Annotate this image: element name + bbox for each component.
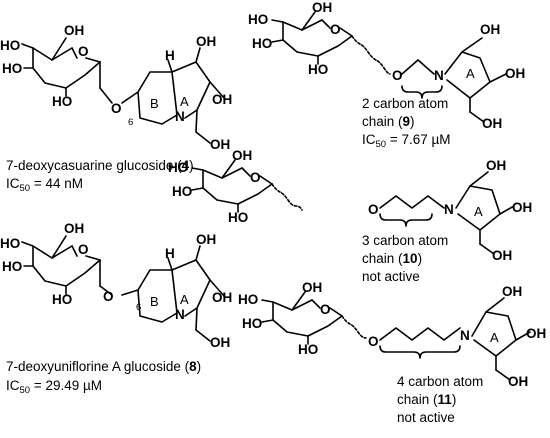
c4-oh-2: OH — [212, 92, 232, 107]
c10-ho-2: HO — [228, 210, 248, 225]
c9-oh-ch2: OH — [482, 116, 502, 131]
compound-4-ic50: IC50 = 44 nM — [6, 176, 83, 194]
c4-position-6: 6 — [128, 117, 133, 128]
compound-11-line1: 4 carbon atom — [397, 374, 483, 389]
c10-ring-o: O — [250, 170, 261, 185]
compound-4-caption: 7-deoxycasuarine glucoside (4) IC50 = 44… — [6, 158, 194, 194]
c11-oh-2: OH — [526, 326, 546, 341]
c8-oh-1: OH — [196, 232, 216, 247]
c4-n: N — [175, 109, 185, 124]
c9-link-o: O — [392, 68, 403, 83]
c11-ho-4: HO — [238, 292, 258, 307]
c8-ring-o: O — [78, 242, 89, 257]
c4-oh-6: OH — [64, 23, 84, 38]
compound-4-structure: OH O HO HO HO O H OH OH N OH B A 6 — [0, 23, 232, 152]
compound-9-ic50: IC50 = 7.67 µM — [362, 132, 451, 150]
compound-9-structure: OH O HO HO HO O N OH OH OH A — [248, 0, 525, 131]
compound-10-line2: chain (10) — [362, 251, 422, 266]
c10-oh-2: OH — [512, 200, 532, 215]
c8-ho-3: HO — [2, 259, 22, 274]
compound-11-line2: chain (11) — [397, 392, 456, 407]
c8-ho-2: HO — [52, 292, 72, 307]
c8-n: N — [175, 307, 185, 322]
c9-ring-o: O — [330, 22, 341, 37]
c9-oh-6: OH — [312, 0, 332, 15]
compound-11-activity: not active — [397, 410, 455, 425]
c11-oh-ch2: OH — [508, 374, 528, 389]
c4-ring-b: B — [150, 96, 159, 111]
compound-4-name: 7-deoxycasuarine glucoside (4) — [6, 158, 194, 173]
c11-ho-2: HO — [298, 342, 318, 357]
c9-n: N — [434, 68, 444, 83]
c8-ring-b: B — [150, 294, 159, 309]
compound-11-structure: OH O HO HO HO O N OH OH OH A — [238, 280, 546, 389]
c4-ho-3: HO — [2, 61, 22, 76]
c4-ho-4: HO — [0, 38, 20, 53]
c10-ho-3: HO — [172, 184, 192, 199]
c8-glycoside-o: O — [103, 289, 114, 304]
c4-h: H — [165, 48, 175, 63]
c11-ring-a: A — [490, 330, 499, 345]
c4-oh-1: OH — [196, 34, 216, 49]
compound-10-activity: not active — [362, 269, 420, 284]
c8-ho-4: HO — [0, 236, 20, 251]
c10-oh-ch2: OH — [492, 248, 512, 263]
c10-oh-1: OH — [486, 158, 506, 173]
c8-position-6: 6 — [136, 302, 141, 313]
compound-10-structure: OH O HO HO HO O N OH OH OH A — [168, 148, 532, 263]
c10-ring-a: A — [474, 204, 483, 219]
c11-ho-3: HO — [242, 316, 262, 331]
c9-ho-2: HO — [308, 62, 328, 77]
c8-h: H — [165, 246, 175, 261]
c9-oh-1: OH — [480, 22, 500, 37]
c11-oh-1: OH — [502, 284, 522, 299]
c8-oh-ch2: OH — [210, 335, 230, 350]
c9-ring-a: A — [466, 66, 475, 81]
compound-9-line1: 2 carbon atom — [362, 96, 448, 111]
c11-link-o: O — [368, 334, 379, 349]
compound-8-ic50: IC50 = 29.49 µM — [6, 378, 102, 396]
c8-oh-6: OH — [64, 221, 84, 236]
compound-11-caption: 4 carbon atom chain (11) not active — [397, 374, 483, 425]
compound-10-caption: 3 carbon atom chain (10) not active — [362, 233, 448, 284]
compound-8-structure: OH O HO HO HO O H OH OH N OH B A 6 — [0, 221, 232, 350]
c4-oh-ch2: OH — [210, 137, 230, 152]
c9-ho-4: HO — [248, 12, 268, 27]
c4-ring-a: A — [180, 94, 189, 109]
c9-ho-3: HO — [252, 36, 272, 51]
c4-ho-2: HO — [52, 94, 72, 109]
c4-ring-o: O — [78, 44, 89, 59]
c10-oh-6: OH — [232, 148, 252, 163]
compound-9-line2: chain (9) — [362, 114, 415, 129]
c11-oh-6: OH — [302, 280, 322, 295]
c11-n: N — [460, 328, 470, 343]
compound-9-caption: 2 carbon atom chain (9) IC50 = 7.67 µM — [362, 96, 451, 150]
c10-n: N — [444, 202, 454, 217]
c11-ring-o: O — [320, 302, 331, 317]
c10-ho-4: HO — [168, 160, 188, 175]
compound-10-line1: 3 carbon atom — [362, 233, 448, 248]
c4-glycoside-o: O — [111, 101, 122, 116]
c10-link-o: O — [368, 202, 379, 217]
compound-8-caption: 7-deoxyuniflorine A glucoside (8) IC50 =… — [6, 359, 201, 396]
c8-ring-a: A — [180, 292, 189, 307]
compound-8-name: 7-deoxyuniflorine A glucoside (8) — [6, 359, 201, 374]
c9-oh-2: OH — [505, 66, 525, 81]
c8-oh-2: OH — [212, 290, 232, 305]
